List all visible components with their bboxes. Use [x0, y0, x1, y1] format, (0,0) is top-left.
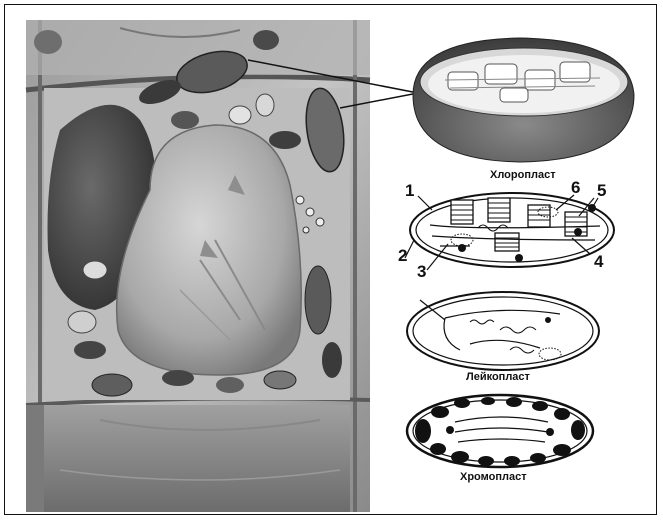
chloroplast-3d-illustration: [413, 38, 634, 162]
leucoplast-diagram: [407, 292, 599, 370]
part-number-2: 2: [398, 246, 407, 266]
caption-leucoplast: Лейкопласт: [466, 371, 530, 383]
part-number-1: 1: [405, 181, 414, 201]
caption-chromoplast: Хромопласт: [460, 471, 527, 483]
caption-chloroplast: Хлоропласт: [490, 169, 556, 181]
part-number-4: 4: [594, 252, 603, 272]
part-number-5: 5: [597, 181, 606, 201]
chromoplast-diagram: [407, 395, 593, 467]
part-number-6: 6: [571, 178, 580, 198]
part-number-3: 3: [417, 262, 426, 282]
plant-cell-illustration: [26, 20, 370, 512]
chloroplast-diagram: [405, 193, 614, 270]
